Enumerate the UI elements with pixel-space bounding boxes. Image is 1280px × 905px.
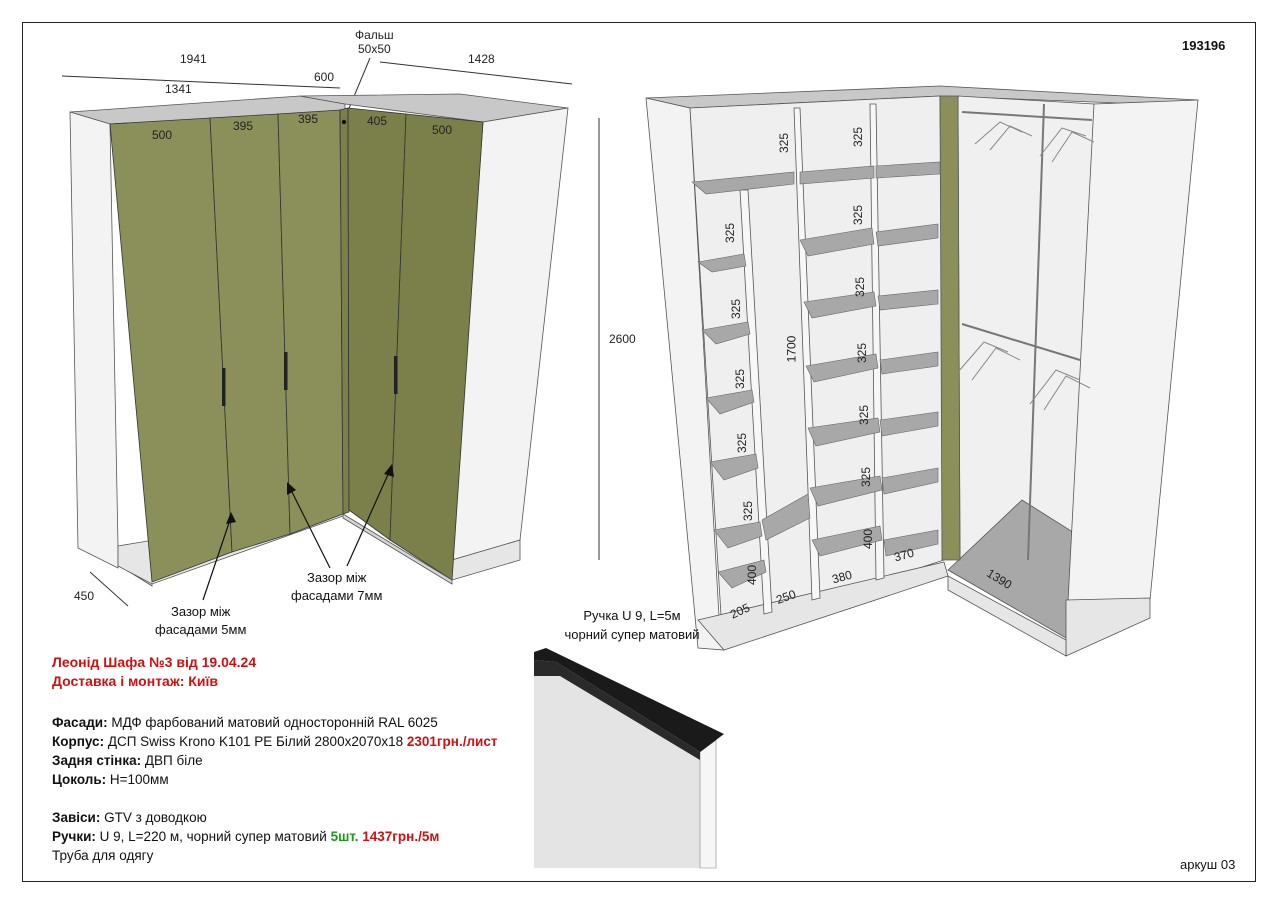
door-width-5: 500 [432,123,453,137]
spec-facades: Фасади: МДФ фарбований матовий односторо… [52,713,497,732]
rebate-size-text: 50х50 [357,42,391,56]
door-width-3: 395 [298,112,319,126]
spec-value: ДВП біле [141,753,203,768]
spec-price: 1437грн./5м [358,829,440,844]
spec-price: 2301грн./лист [406,734,498,749]
spec-value: U 9, L=220 м, чорний супер матовий [95,829,331,844]
dim-height: 2600 [609,332,636,346]
gap-7mm-note: Зазор між фасадами 7мм [291,569,382,605]
spec-rail: Труба для одягу [52,846,497,865]
rebate-label-text: Фальш [355,28,394,42]
dim-left-inner: 1341 [165,82,192,96]
gap-7mm-line1: Зазор між [307,570,367,585]
spec-value: Труба для одягу [52,848,154,863]
spec-key: Завіси: [52,810,101,825]
gap-5mm-line1: Зазор між [171,604,231,619]
door-width-2: 395 [233,119,254,133]
spec-qty: 5шт. [330,829,359,844]
spec-value: H=100мм [106,772,169,787]
spec-back-panel: Задня стінка: ДВП біле [52,751,497,770]
spec-list: Фасади: МДФ фарбований матовий односторо… [52,713,497,865]
spec-value: GTV з доводкою [100,810,207,825]
spec-hinges: Завіси: GTV з доводкою [52,808,497,827]
delivery-info: Доставка і монтаж: Київ [52,673,219,689]
spec-plinth: Цоколь: H=100мм [52,770,497,789]
sheet-number: 193196 [1182,38,1226,53]
spec-value: ДСП Swiss Krono K101 PE Білий 2800х2070х… [104,734,407,749]
sheet-footer: аркуш 03 [1180,857,1236,872]
door-width-1: 500 [152,128,173,142]
spec-value: МДФ фарбований матовий односторонній RAL… [107,715,438,730]
spec-key: Ручки: [52,829,96,844]
door-width-4: 405 [367,114,388,128]
sheet-frame [22,22,1256,882]
gap-7mm-line2: фасадами 7мм [291,588,383,603]
spec-handles: Ручки: U 9, L=220 м, чорний супер матови… [52,827,497,846]
rebate-label: Фальш 50х50 [355,28,394,56]
handle-title-line2: чорний супер матовий [564,627,700,642]
gap-5mm-note: Зазор між фасадами 5мм [155,603,246,639]
gap-5mm-line2: фасадами 5мм [155,622,247,637]
spec-carcass: Корпус: ДСП Swiss Krono K101 PE Білий 28… [52,732,497,751]
dim-overall-right: 1428 [468,52,495,66]
dim-overall-left: 1941 [180,52,207,66]
dim-corner: 600 [314,70,335,84]
spec-key: Корпус: [52,734,105,749]
order-title: Леонід Шафа №3 від 19.04.24 [52,654,257,670]
dim-depth: 450 [74,589,95,603]
spec-key: Задня стінка: [52,753,142,768]
handle-title-line1: Ручка U 9, L=5м [583,608,681,623]
handle-detail-title: Ручка U 9, L=5м чорний супер матовий [532,606,732,644]
spec-key: Цоколь: [52,772,107,787]
spec-key: Фасади: [52,715,108,730]
